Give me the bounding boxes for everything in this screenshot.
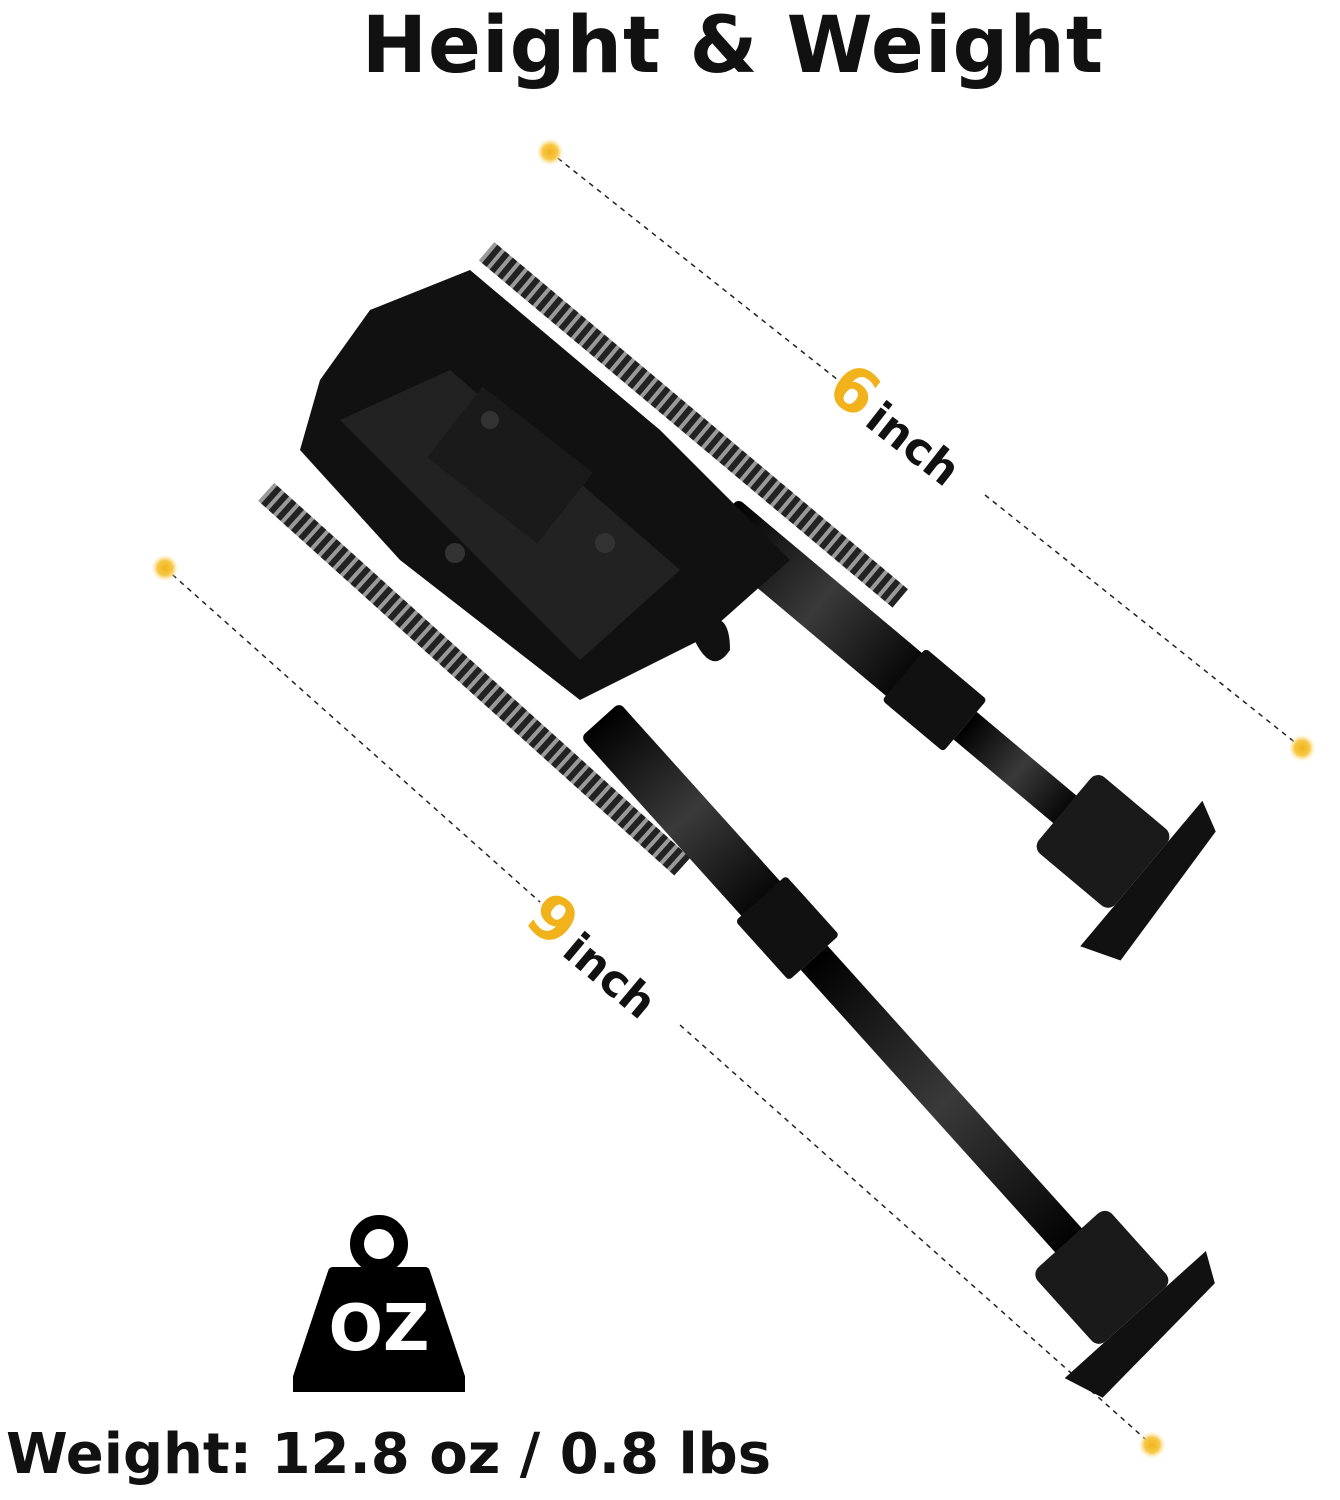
- dimension-dots: [151, 138, 1316, 1459]
- weight-icon: OZ: [288, 1214, 470, 1397]
- dimension-line-6: [549, 151, 1303, 749]
- lower-leg: [258, 482, 1215, 1398]
- dimension-line-9: [164, 567, 1153, 1446]
- page-title: Height & Weight: [361, 1, 1105, 91]
- bipod-mount: [300, 270, 790, 700]
- weight-text: Weight: 12.8 oz / 0.8 lbs: [6, 1422, 772, 1487]
